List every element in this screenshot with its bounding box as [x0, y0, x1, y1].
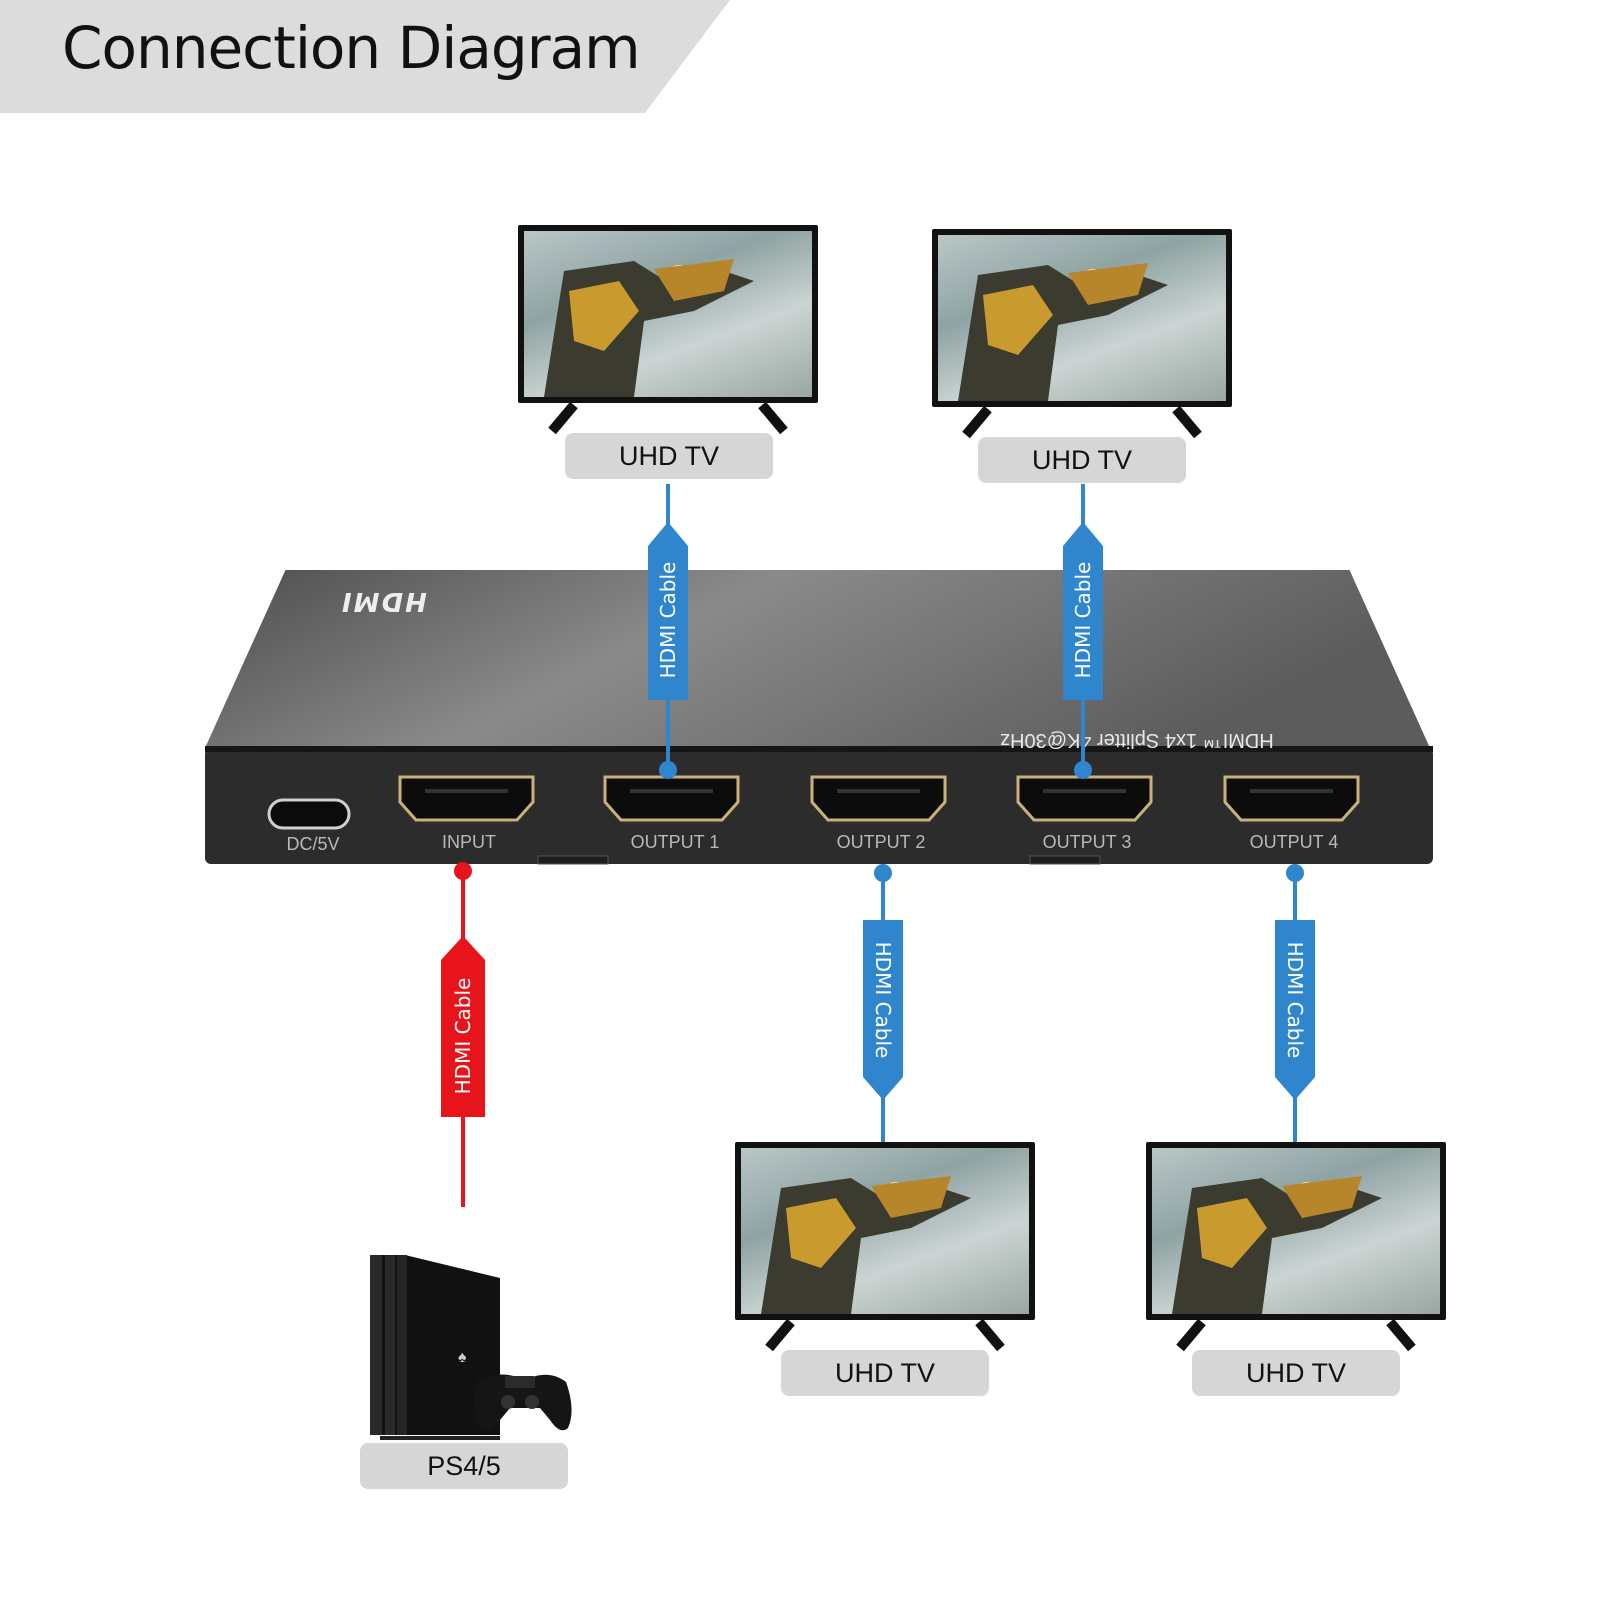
- tv-screen: [932, 229, 1232, 407]
- tv-screen: [518, 225, 818, 403]
- title-banner: Connection Diagram: [0, 0, 760, 113]
- port-label-input: INPUT: [442, 832, 496, 852]
- tv-label: UHD TV: [978, 437, 1186, 483]
- cable-output-1: HDMI Cable: [646, 484, 690, 784]
- tv-stand-left: [1176, 1318, 1206, 1352]
- cable-label: HDMI Cable: [1283, 941, 1307, 1059]
- port-label-output-3: OUTPUT 3: [1042, 832, 1132, 852]
- cable-input: HDMI Cable: [441, 862, 485, 1207]
- page-title: Connection Diagram: [62, 14, 641, 82]
- banner-shape: [0, 0, 730, 113]
- tv-output-4: [1146, 1142, 1446, 1352]
- tv-output-3: [932, 229, 1232, 439]
- source-label: PS4/5: [360, 1443, 568, 1489]
- port-label-output-1: OUTPUT 1: [630, 832, 720, 852]
- robot-image-icon: [761, 1176, 971, 1314]
- hdmi-logo: HDMI: [340, 586, 427, 616]
- cable-label: HDMI Cable: [656, 561, 680, 679]
- cable-output-3: HDMI Cable: [1061, 484, 1105, 784]
- console-icon: ♠: [370, 1255, 572, 1440]
- tv-output-2: [735, 1142, 1035, 1352]
- device-model-text: HDMI™ 1x4 Splitter 4K@30Hz: [1000, 729, 1274, 751]
- splitter-body: [205, 560, 1433, 865]
- tv-stand-left: [765, 1318, 795, 1352]
- robot-image-icon: [958, 263, 1168, 401]
- port-label-output-2: OUTPUT 2: [836, 832, 926, 852]
- tv-output-1: [518, 225, 818, 435]
- tv-screen: [1146, 1142, 1446, 1320]
- cable-label: HDMI Cable: [451, 977, 475, 1095]
- tv-label: UHD TV: [1192, 1350, 1400, 1396]
- playstation-console: ♠: [370, 1250, 580, 1460]
- tv-label: UHD TV: [781, 1350, 989, 1396]
- robot-image-icon: [544, 259, 754, 397]
- tv-picture: [524, 231, 812, 397]
- cable-label: HDMI Cable: [1071, 561, 1095, 679]
- cable-output-4: HDMI Cable: [1273, 864, 1317, 1146]
- tv-picture: [741, 1148, 1029, 1314]
- robot-image-icon: [1172, 1176, 1382, 1314]
- tv-stand-right: [1172, 405, 1202, 439]
- tv-picture: [1152, 1148, 1440, 1314]
- tv-picture: [938, 235, 1226, 401]
- tv-stand-left: [962, 405, 992, 439]
- tv-label: UHD TV: [565, 433, 773, 479]
- cable-output-2: HDMI Cable: [861, 864, 905, 1146]
- tv-stand-left: [548, 401, 578, 435]
- port-label-dc: DC/5V: [286, 834, 340, 854]
- port-label-output-4: OUTPUT 4: [1249, 832, 1339, 852]
- ps-logo-icon: ♠: [458, 1349, 467, 1366]
- cable-label: HDMI Cable: [871, 941, 895, 1059]
- tv-stand-right: [758, 401, 788, 435]
- tv-stand-right: [1386, 1318, 1416, 1352]
- hdmi-splitter: DC/5V INPUT OUTPUT 1 OUTPUT 2 OUTPUT 3 O…: [205, 560, 1465, 890]
- controller-icon: [474, 1374, 572, 1431]
- tv-stand-right: [975, 1318, 1005, 1352]
- tv-screen: [735, 1142, 1035, 1320]
